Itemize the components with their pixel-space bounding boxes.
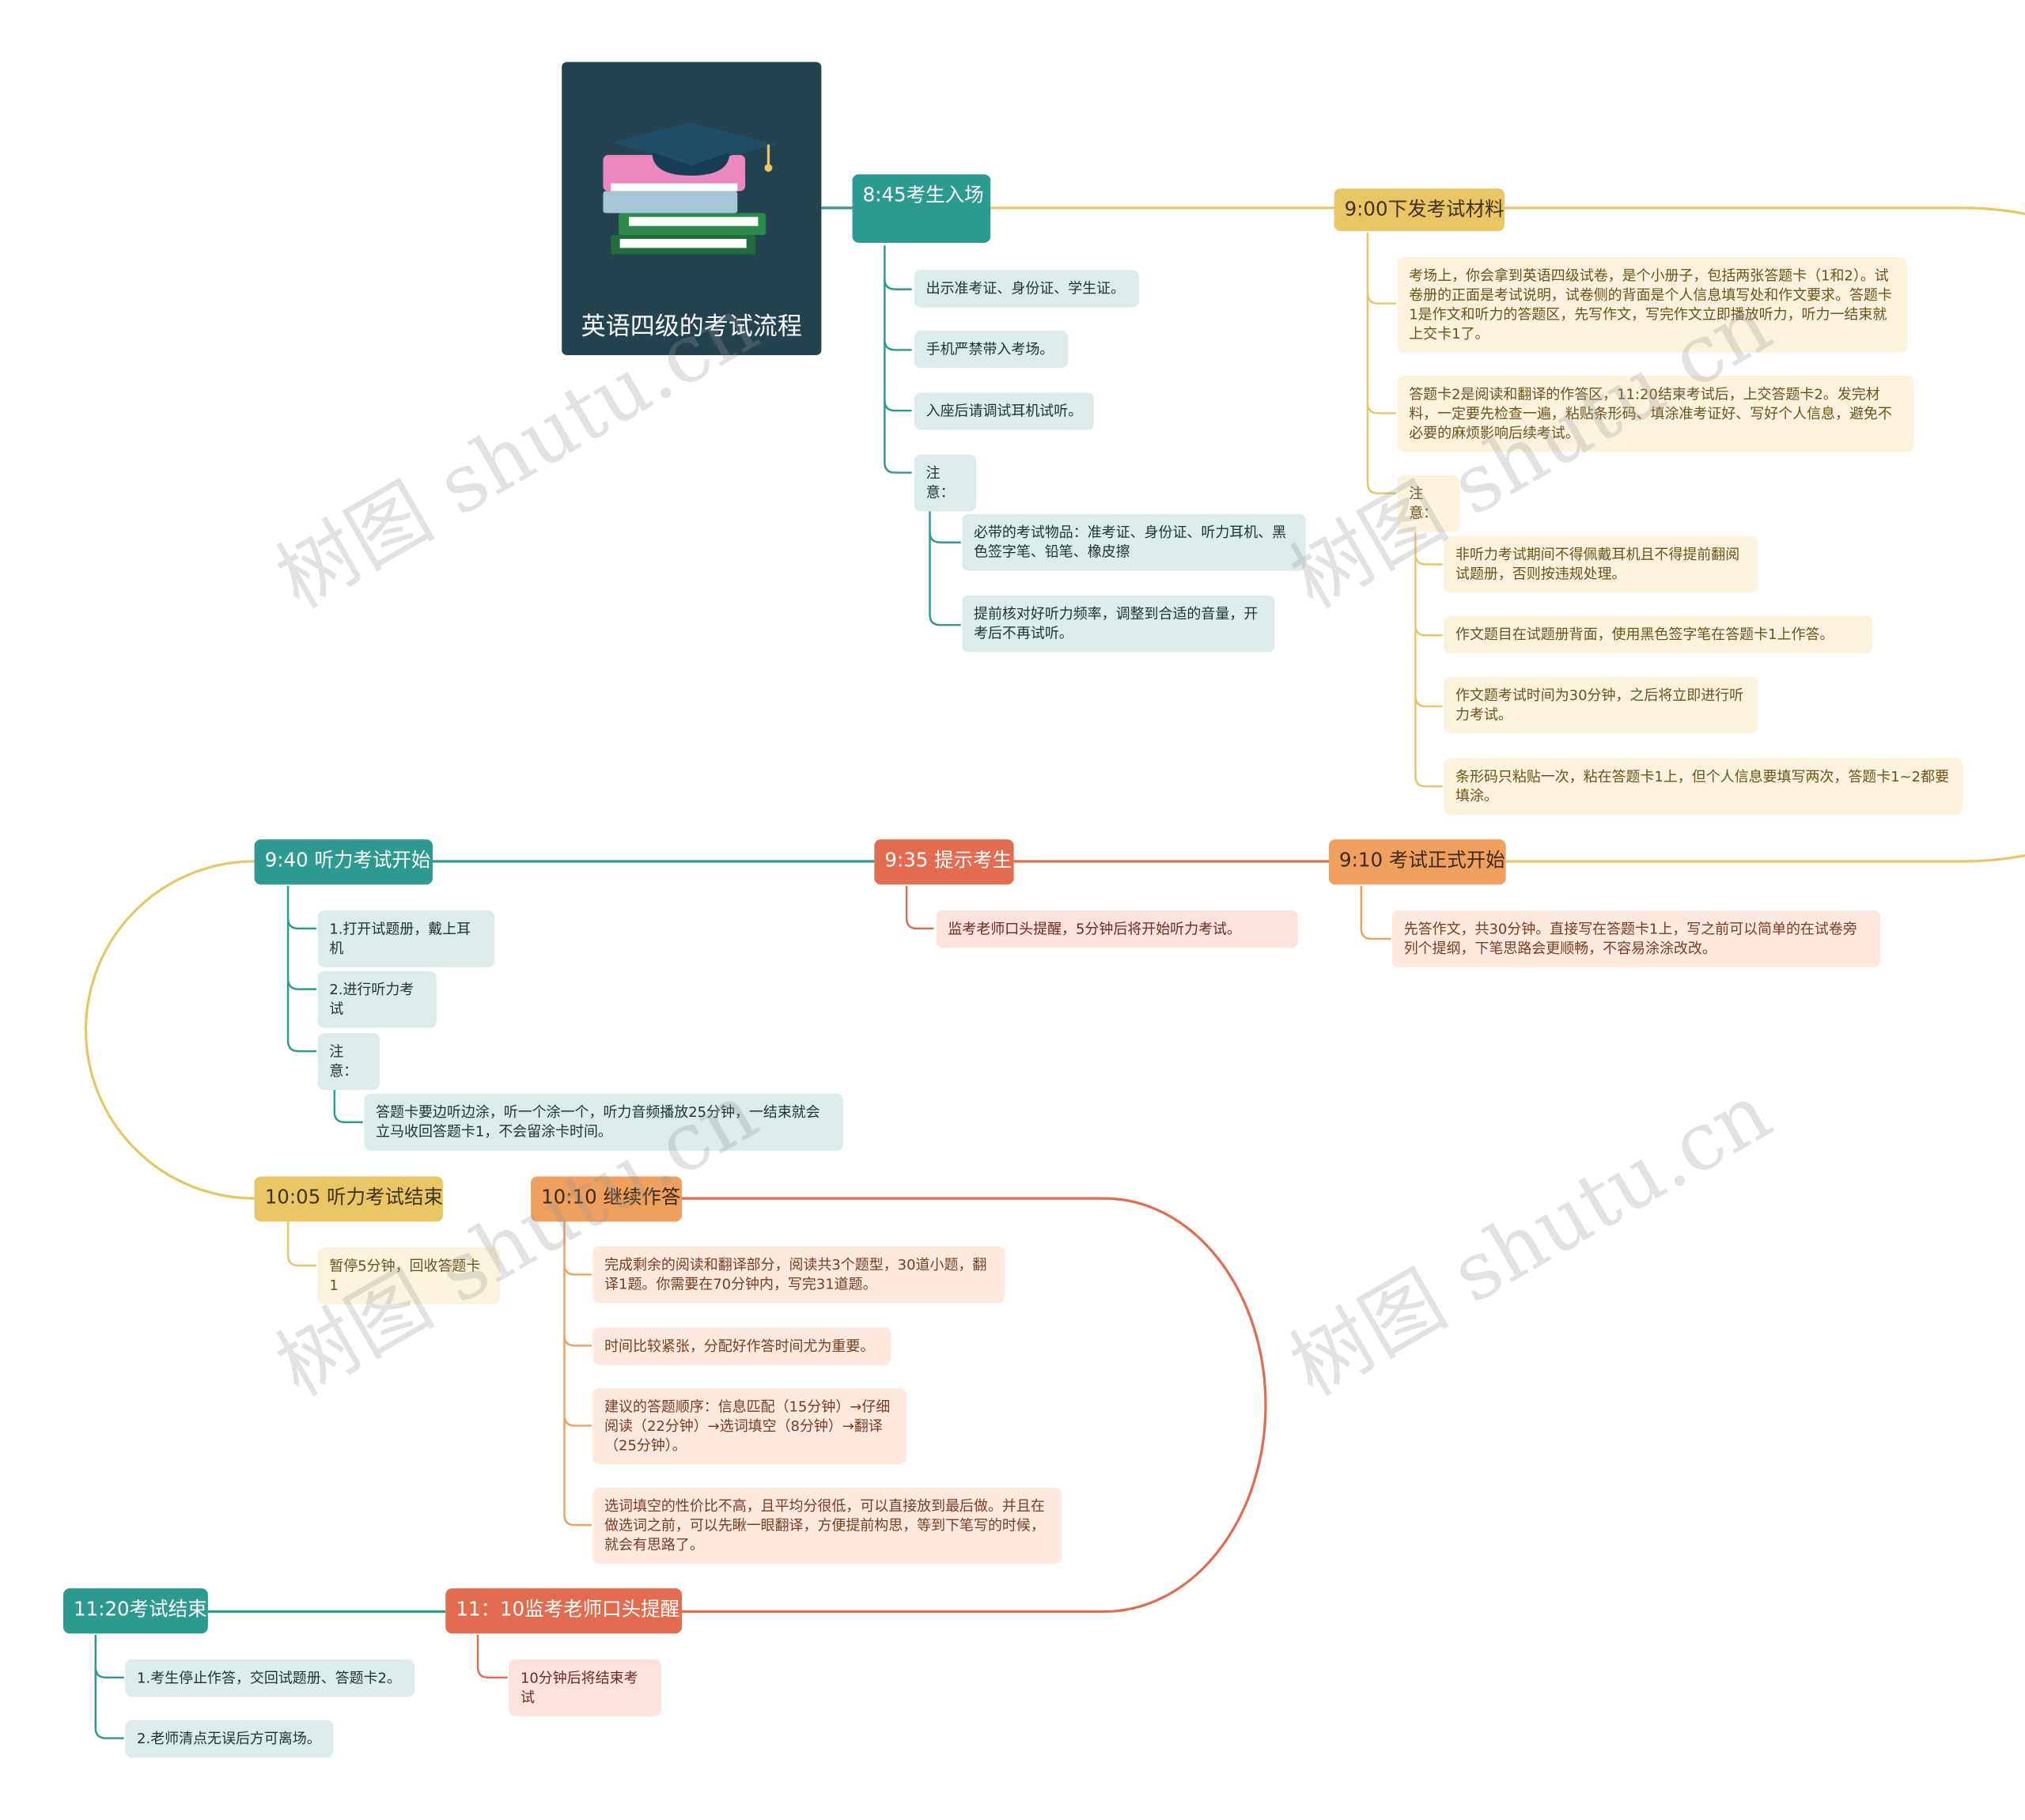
b8-item-1[interactable]: 10分钟后将结束考试 — [509, 1659, 661, 1716]
b1-item-1[interactable]: 出示准考证、身份证、学生证。 — [914, 270, 1139, 307]
b2-item-1[interactable]: 考场上，你会拿到英语四级试卷，是个小册子，包括两张答题卡（1和2）。试卷册的正面… — [1398, 257, 1908, 353]
branch-940-listening-start[interactable]: 9:40 听力考试开始 — [255, 839, 433, 884]
b9-item-2[interactable]: 2.老师清点无误后方可离场。 — [125, 1720, 333, 1758]
branch-1110-reminder[interactable]: 11：10监考老师口头提醒 — [445, 1588, 682, 1633]
b7-item-3[interactable]: 建议的答题顺序：信息匹配（15分钟）→仔细阅读（22分钟）→选词填空（8分钟）→… — [592, 1388, 907, 1464]
root-node[interactable]: 英语四级的考试流程 — [562, 62, 821, 355]
b5-note-label[interactable]: 注意： — [318, 1033, 380, 1090]
b1-item-2[interactable]: 手机严禁带入考场。 — [914, 331, 1068, 368]
branch-1120-exam-end[interactable]: 11:20考试结束 — [63, 1588, 208, 1633]
b9-item-1[interactable]: 1.考生停止作答，交回试题册、答题卡2。 — [125, 1659, 414, 1697]
branch-935-reminder[interactable]: 9:35 提示考生 — [874, 839, 1013, 884]
branch-845-entry[interactable]: 8:45考生入场 — [853, 174, 991, 243]
b1-note-2[interactable]: 提前核对好听力频率，调整到合适的音量，开考后不再试听。 — [962, 596, 1274, 653]
graduation-cap-books-icon — [600, 116, 782, 259]
b7-item-2[interactable]: 时间比较紧张，分配好作答时间尤为重要。 — [592, 1327, 891, 1364]
branch-900-materials[interactable]: 9:00下发考试材料 — [1334, 188, 1505, 231]
b5-item-1[interactable]: 1.打开试题册，戴上耳机 — [318, 910, 495, 967]
b2-item-2[interactable]: 答题卡2是阅读和翻译的作答区，11:20结束考试后，上交答题卡2。发完材料，一定… — [1398, 376, 1914, 452]
branch-1010-continue[interactable]: 10:10 继续作答 — [531, 1176, 682, 1221]
b2-note-label[interactable]: 注意： — [1398, 475, 1459, 532]
b4-item-1[interactable]: 监考老师口头提醒，5分钟后将开始听力考试。 — [937, 910, 1298, 948]
b1-note-1[interactable]: 必带的考试物品：准考证、身份证、听力耳机、黑色签字笔、铅笔、橡皮擦 — [962, 514, 1305, 571]
b2-note-2[interactable]: 作文题目在试题册背面，使用黑色签字笔在答题卡1上作答。 — [1444, 616, 1872, 653]
b6-item-1[interactable]: 暂停5分钟，回收答题卡1 — [318, 1247, 500, 1304]
b1-note-label[interactable]: 注意： — [914, 455, 976, 512]
b2-note-3[interactable]: 作文题考试时间为30分钟，之后将立即进行听力考试。 — [1444, 677, 1758, 734]
b5-item-2[interactable]: 2.进行听力考试 — [318, 971, 437, 1028]
root-title: 英语四级的考试流程 — [562, 308, 821, 342]
b2-note-1[interactable]: 非听力考试期间不得佩戴耳机且不得提前翻阅试题册，否则按违规处理。 — [1444, 536, 1758, 593]
b2-note-4[interactable]: 条形码只粘贴一次，粘在答题卡1上，但个人信息要填写两次，答题卡1~2都要填涂。 — [1444, 758, 1963, 815]
branch-910-exam-start[interactable]: 9:10 考试正式开始 — [1329, 839, 1506, 884]
branch-1005-listening-end[interactable]: 10:05 听力考试结束 — [255, 1176, 443, 1221]
b7-item-4[interactable]: 选词填空的性价比不高，且平均分很低，可以直接放到最后做。并且在做选词之前，可以先… — [592, 1488, 1062, 1564]
b7-item-1[interactable]: 完成剩余的阅读和翻译部分，阅读共3个题型，30道小题，翻译1题。你需要在70分钟… — [592, 1247, 1005, 1304]
b5-note-1[interactable]: 答题卡要边听边涂，听一个涂一个，听力音频播放25分钟，一结束就会立马收回答题卡1… — [364, 1094, 843, 1151]
b3-item-1[interactable]: 先答作文，共30分钟。直接写在答题卡1上，写之前可以简单的在试卷旁列个提纲，下笔… — [1392, 910, 1880, 967]
b1-item-3[interactable]: 入座后请调试耳机试听。 — [914, 392, 1094, 429]
